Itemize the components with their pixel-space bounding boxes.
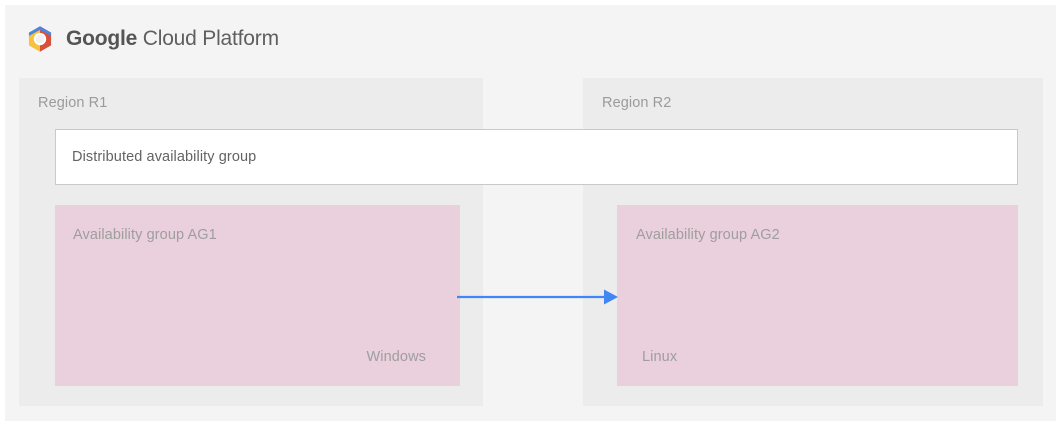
availability-group-box-ag2: Availability group AG2 Linux bbox=[617, 205, 1018, 386]
availability-group-title-ag1: Availability group AG1 bbox=[73, 227, 217, 243]
distributed-availability-group-box: Distributed availability group bbox=[55, 129, 1018, 185]
distributed-availability-group-label: Distributed availability group bbox=[72, 149, 257, 165]
brand-google-text: Google bbox=[66, 27, 138, 50]
availability-group-os-ag2: Linux bbox=[642, 349, 678, 365]
availability-group-os-ag1: Windows bbox=[366, 349, 426, 365]
brand: Google Cloud Platform bbox=[25, 24, 279, 54]
region-label-r2: Region R2 bbox=[602, 95, 672, 111]
brand-cloud-platform-text: Cloud Platform bbox=[137, 27, 279, 50]
diagram-canvas: Google Cloud Platform Region R1 Region R… bbox=[5, 5, 1056, 421]
availability-group-box-ag1: Availability group AG1 Windows bbox=[55, 205, 460, 386]
brand-title: Google Cloud Platform bbox=[66, 27, 279, 51]
google-cloud-platform-logo-icon bbox=[28, 26, 52, 52]
header: Google Cloud Platform bbox=[5, 5, 1056, 73]
availability-group-title-ag2: Availability group AG2 bbox=[636, 227, 780, 243]
replication-arrow-icon bbox=[457, 289, 618, 305]
region-label-r1: Region R1 bbox=[38, 95, 108, 111]
